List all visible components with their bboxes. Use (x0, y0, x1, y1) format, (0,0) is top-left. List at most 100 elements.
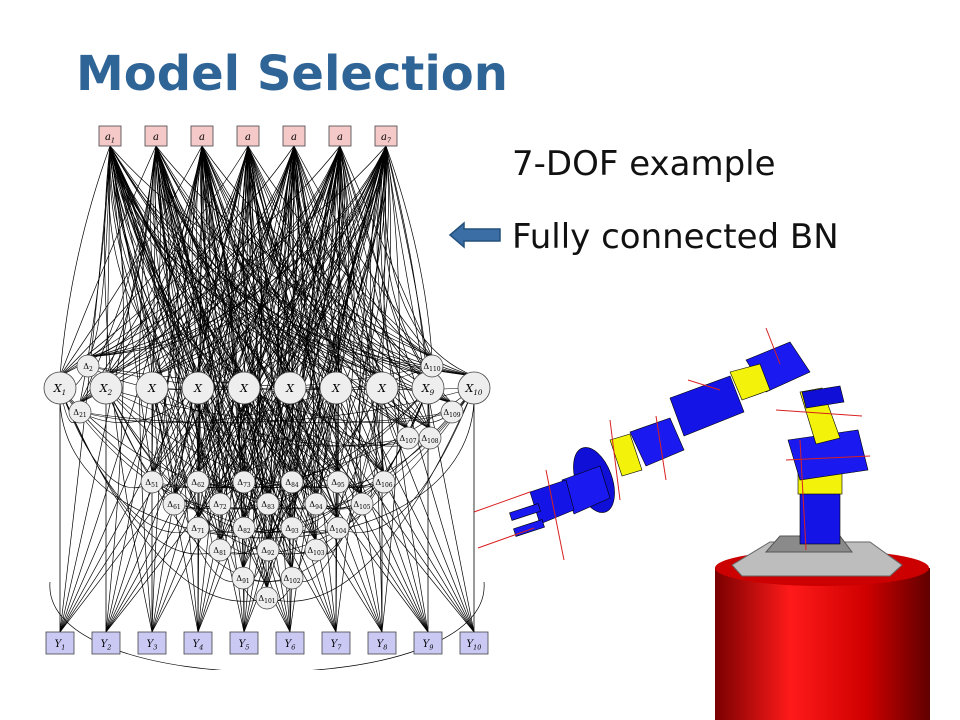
edge (197, 145, 341, 377)
edge (293, 145, 475, 633)
edge (155, 145, 291, 633)
observation-node-label: Y2 (101, 639, 112, 652)
delta-node (280, 566, 304, 590)
edge (151, 145, 387, 633)
delta-node (232, 470, 256, 494)
delta-node-label: Δ108 (421, 434, 438, 445)
edge (59, 145, 295, 633)
edge (247, 145, 433, 358)
observation-node (321, 631, 351, 655)
edge (247, 145, 269, 496)
edge (155, 145, 293, 474)
state-node-label: X (377, 382, 387, 395)
edge (79, 145, 295, 404)
action-node-label: a (153, 132, 159, 143)
observation-node (413, 631, 443, 655)
edge (155, 145, 383, 633)
delta-node (76, 354, 100, 378)
edge (243, 387, 453, 423)
edge (105, 145, 387, 377)
delta-node (162, 492, 186, 516)
delta-node-label: Δ91 (236, 574, 249, 585)
edge (289, 145, 308, 377)
state-node (273, 371, 307, 405)
delta-node (232, 516, 256, 540)
delta-node (231, 566, 255, 590)
action-node (374, 125, 398, 147)
observation-node (459, 631, 489, 655)
delta-node-label: Δ83 (261, 500, 275, 511)
state-node (135, 371, 169, 405)
edge (173, 387, 429, 510)
edge (201, 145, 363, 496)
edge (139, 145, 157, 633)
edge (243, 145, 263, 633)
edge (151, 145, 157, 474)
delta-node (396, 426, 420, 450)
delta-node-label: Δ101 (258, 594, 275, 605)
edge (59, 145, 249, 377)
edge (87, 145, 157, 358)
edge (79, 387, 337, 424)
joint-axes (473, 327, 871, 561)
delta-node (440, 400, 464, 424)
observation-node-label: Y7 (331, 639, 343, 652)
edge (291, 387, 383, 582)
action-node-label: a (291, 132, 297, 143)
observation-node-label: Y6 (285, 639, 296, 652)
state-node (457, 371, 491, 405)
observation-node (229, 631, 259, 655)
delta-node (256, 538, 280, 562)
delta-node-label: Δ105 (353, 500, 370, 511)
delta-node (186, 516, 210, 540)
edge (243, 145, 387, 474)
edge (105, 145, 341, 377)
delta-node-label: Δ21 (73, 408, 86, 419)
delta-node-label: Δ71 (191, 524, 204, 535)
edge (315, 387, 429, 510)
edge (219, 387, 337, 555)
delta-node-label: Δ72 (213, 500, 227, 511)
edge (218, 145, 249, 496)
observation-node (183, 631, 213, 655)
delta-node-label: Δ94 (309, 500, 323, 511)
edge (339, 145, 433, 358)
edge (293, 145, 431, 430)
edge (380, 145, 429, 633)
edge (339, 145, 429, 377)
delta-node-label: Δ92 (261, 546, 275, 557)
edge (385, 145, 475, 633)
delta-node-label: Δ93 (285, 524, 299, 535)
action-node-label: a7 (381, 132, 392, 145)
state-node-label: X (147, 382, 157, 395)
edge (155, 145, 429, 377)
edge (59, 145, 157, 377)
delta-node-label: Δ103 (307, 546, 324, 557)
observation-node-label: Y3 (147, 639, 158, 652)
edge (291, 145, 387, 474)
action-node-label: a (199, 132, 205, 143)
edge (291, 145, 387, 520)
delta-node (372, 470, 396, 494)
edge (59, 145, 341, 633)
action-node (190, 125, 214, 147)
delta-node (280, 470, 304, 494)
delta-node (326, 516, 350, 540)
action-node (98, 125, 122, 147)
observation-node-label: Y1 (55, 639, 66, 652)
edge (381, 145, 401, 633)
edge (384, 145, 475, 377)
delta-node-label: Δ61 (167, 500, 180, 511)
action-node-label: a (245, 132, 251, 143)
delta-node-label: Δ2 (83, 362, 93, 373)
delta-node (208, 538, 232, 562)
delta-node-label: Δ62 (191, 478, 205, 489)
delta-node (140, 470, 164, 494)
observation-node-label: Y5 (239, 639, 250, 652)
delta-node-label: Δ106 (375, 478, 392, 489)
edge (155, 145, 337, 633)
edge (293, 145, 429, 377)
delta-node-label: Δ82 (237, 524, 251, 535)
